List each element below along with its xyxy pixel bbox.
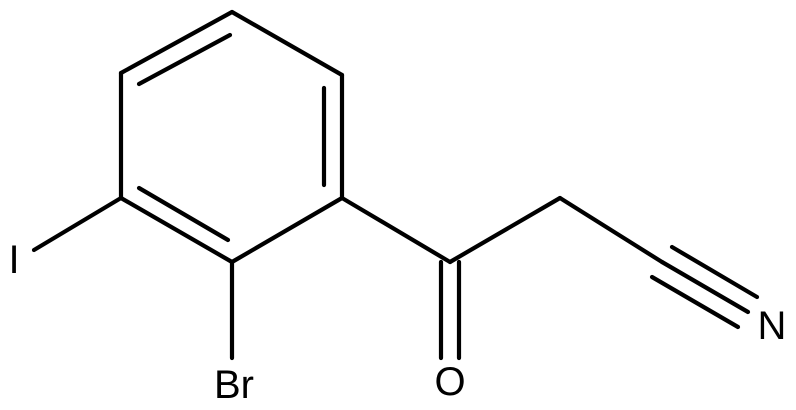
bond-carbonyl-methylene — [447, 195, 563, 265]
bond-methylene-nitrile-carbon — [557, 195, 665, 265]
bond-ring-iodine — [31, 195, 124, 253]
ring-bond-c6-c1 — [118, 9, 235, 76]
bond-nitrile-triple-c — [649, 274, 741, 330]
atom-label-iodine: I — [8, 238, 19, 282]
atom-label-oxygen: O — [434, 360, 465, 404]
bond-ring-carbonyl-carbon — [339, 195, 453, 265]
ring-bond-c1-c2 — [229, 9, 345, 78]
atom-label-bromine: Br — [214, 363, 254, 407]
atom-label-nitrogen: N — [758, 304, 787, 348]
ring-inner-bond-bottom-left — [136, 185, 231, 243]
ring-inner-bond-top-left — [136, 32, 233, 87]
bond-nitrile-triple-b — [669, 244, 760, 300]
bond-nitrile-triple-a — [659, 259, 751, 315]
ring-bond-c4-c5 — [118, 195, 235, 265]
ring-bond-c3-c4 — [229, 195, 345, 265]
